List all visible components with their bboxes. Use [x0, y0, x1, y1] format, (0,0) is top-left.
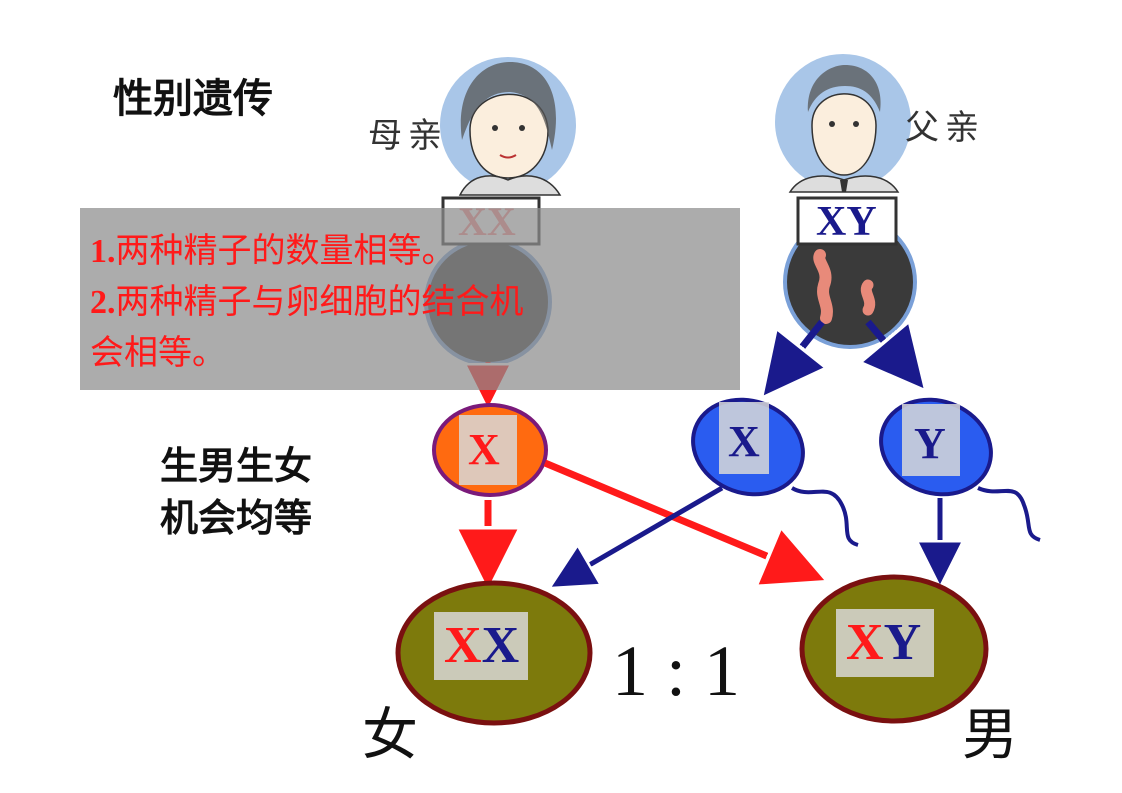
father-to-x-sperm-arrow — [772, 319, 822, 385]
note-item-1-number: 1. — [90, 233, 116, 270]
son-genotype: XY — [846, 613, 921, 672]
daughter-genotype-from-father: X — [481, 617, 520, 674]
sex-ratio: 1 : 1 — [612, 631, 741, 711]
note-item-2-text: 两种精子与卵细胞的结合机 — [115, 282, 524, 322]
slide-title: 性别遗传 — [113, 76, 273, 122]
sperm-y-label-box — [902, 404, 960, 476]
equal-chance-line-2: 机会均等 — [160, 496, 313, 540]
daughter-genotype: XX — [444, 616, 519, 675]
father-genotype: XY — [816, 199, 877, 245]
equal-chance-text: 生男生女 机会均等 — [160, 440, 312, 544]
father-genotype-box — [796, 196, 898, 246]
note-text: 1.两种精子的数量相等。 2.两种精子与卵细胞的结合机 会相等。 — [90, 226, 730, 378]
father-portrait — [775, 54, 911, 193]
male-label: 男 — [962, 703, 1018, 768]
note-item-2: 2.两种精子与卵细胞的结合机 — [90, 277, 730, 328]
father-to-y-sperm-arrow — [868, 322, 915, 378]
egg-label: X — [468, 425, 500, 474]
note-box — [80, 208, 740, 390]
female-label: 女 — [362, 703, 418, 768]
son-genotype-from-father: Y — [883, 614, 922, 671]
sperm-x-label-box — [719, 402, 769, 474]
x-sperm-to-daughter-arrow — [560, 485, 724, 582]
sperm-x-label: X — [728, 417, 760, 466]
son-genotype-from-mother: X — [846, 614, 884, 671]
mother-portrait — [440, 57, 576, 196]
note-item-2-number: 2. — [90, 284, 116, 321]
son-label-box — [836, 609, 934, 677]
daughter-genotype-from-mother: X — [444, 617, 482, 674]
mother-label: 母亲 — [368, 116, 448, 156]
equal-chance-line-1: 生男生女 — [160, 444, 313, 488]
egg-label-box — [459, 415, 517, 485]
note-item-1-text: 两种精子的数量相等。 — [115, 231, 456, 271]
father-label: 父亲 — [905, 108, 985, 148]
note-item-2-continued: 会相等。 — [90, 333, 226, 373]
note-item-1: 1.两种精子的数量相等。 — [90, 226, 730, 277]
egg-to-son-arrow — [543, 459, 812, 575]
daughter-label-box — [434, 612, 528, 680]
sperm-y-label: Y — [914, 419, 946, 468]
